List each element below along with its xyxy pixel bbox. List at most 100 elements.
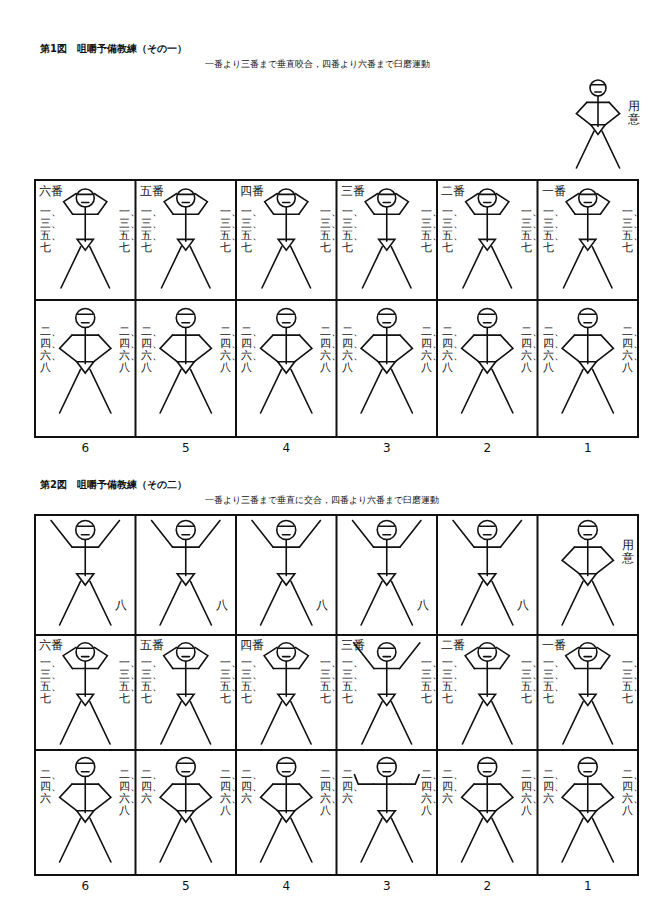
column-cell: 四番一、三、五、七一、三、五、七二、四、六、八二、四、六、八	[236, 180, 337, 437]
count-label: 一、三、五、七	[622, 206, 633, 254]
column-number: 1	[584, 441, 592, 455]
column-cell: 用意一番一、三、五、七一、三、五、七二、四、六、八二、四、六	[538, 515, 639, 875]
count-label: 一、三、五、七	[40, 206, 51, 254]
column-cell: 八四番一、三、五、七一、三、五、七二、四、六、八二、四、六	[236, 515, 337, 875]
count-label: 二、四、六、八	[320, 769, 331, 817]
stick-figure	[463, 189, 512, 288]
count-label: 二、四、六、八	[342, 326, 353, 374]
count-label: 八	[517, 597, 529, 614]
column-heading: 二番	[441, 183, 465, 200]
count-label: 一、三、五、七	[320, 657, 331, 705]
column-number: 6	[81, 879, 89, 893]
count-label: 八	[115, 597, 127, 614]
column-heading: 六番	[39, 183, 63, 200]
count-label: 一、三、五、七	[141, 657, 152, 705]
subtitle-note: 一番より三番まで垂直に交合，四番より六番まで臼磨運動	[205, 494, 439, 507]
count-label: 二、四、六、八	[119, 326, 130, 374]
count-label: 二、四、六、八	[521, 769, 532, 817]
stick-figure	[563, 189, 612, 288]
stick-figure	[562, 309, 613, 414]
vertical-label: 用意	[628, 100, 640, 126]
column-divider	[235, 515, 237, 875]
count-label: 八	[216, 597, 228, 614]
count-label: 一、三、五、七	[119, 206, 130, 254]
column-divider	[436, 515, 438, 875]
stick-figure	[261, 643, 311, 744]
count-label: 一、三、五、七	[442, 657, 453, 705]
count-label: 二、四、六	[442, 769, 453, 805]
stick-figure	[152, 521, 220, 626]
count-label: 一、三、五、七	[342, 206, 353, 254]
stick-figure	[354, 643, 420, 744]
count-label: 八	[316, 597, 328, 614]
count-label: 二、四、六	[342, 769, 353, 805]
stick-figure	[353, 521, 421, 626]
count-label: 二、四、六、八	[622, 769, 633, 817]
stick-figure	[262, 189, 311, 288]
count-label: 一、三、五、七	[342, 657, 353, 705]
stick-figures	[51, 80, 620, 862]
table-grid	[35, 180, 638, 875]
column-heading: 三番	[341, 637, 365, 654]
column-cell: 八二番一、三、五、七一、三、五、七二、四、六、八二、四、六	[437, 515, 538, 875]
stick-figure	[562, 521, 613, 626]
stick-figure	[161, 189, 210, 288]
column-number: 4	[282, 441, 290, 455]
column-heading: 五番	[140, 637, 164, 654]
stick-figure	[354, 758, 419, 863]
column-cell: 八三番一、三、五、七一、三、五、七二、四、六、八二、四、六	[337, 515, 438, 875]
count-label: 一、三、五、七	[241, 206, 252, 254]
count-label: 一、三、五、七	[421, 657, 432, 705]
column-divider	[537, 515, 539, 875]
count-label: 二、四、六、八	[220, 326, 231, 374]
stick-figure	[60, 309, 111, 414]
stick-figure	[60, 758, 111, 863]
column-number: 4	[282, 879, 290, 893]
column-heading: 四番	[240, 183, 264, 200]
column-number: 6	[81, 441, 89, 455]
count-label: 二、四、六	[543, 769, 554, 805]
count-label: 二、四、六、八	[421, 326, 432, 374]
column-number: 3	[383, 879, 391, 893]
table-frame	[35, 515, 638, 875]
count-label: 二、四、六、八	[220, 769, 231, 817]
column-number: 5	[182, 441, 190, 455]
stick-figure	[60, 643, 110, 744]
count-label: 二、四、六、八	[543, 326, 554, 374]
count-label: 二、四、六、八	[241, 326, 252, 374]
figure-title: 第2図 咀嚼予備教練（その二）	[40, 478, 187, 492]
count-label: 二、四、六、八	[141, 326, 152, 374]
stick-figure	[261, 309, 312, 414]
column-divider	[436, 180, 438, 437]
stick-figure	[51, 521, 119, 626]
column-number: 3	[383, 441, 391, 455]
count-label: 二、四、六、八	[442, 326, 453, 374]
stick-figure	[453, 521, 521, 626]
ready-label: 用意	[622, 539, 634, 565]
count-label: 一、三、五、七	[241, 657, 252, 705]
stick-figure	[562, 758, 613, 863]
stick-figure	[563, 643, 613, 744]
count-label: 一、三、五、七	[119, 657, 130, 705]
column-cell: 六番一、三、五、七一、三、五、七二、四、六、八二、四、六、八	[35, 180, 136, 437]
count-label: 一、三、五、七	[141, 206, 152, 254]
column-divider	[336, 515, 338, 875]
column-cell: 三番一、三、五、七一、三、五、七二、四、六、八二、四、六、八	[337, 180, 438, 437]
column-number: 2	[483, 441, 491, 455]
stick-figure	[161, 643, 211, 744]
count-label: 二、四、六、八	[421, 769, 432, 817]
count-label: 二、四、六、八	[320, 326, 331, 374]
stick-figure	[361, 309, 412, 414]
column-cell: 一番一、三、五、七一、三、五、七二、四、六、八二、四、六、八	[538, 180, 639, 437]
column-number: 2	[483, 879, 491, 893]
count-label: 一、三、五、七	[442, 206, 453, 254]
count-label: 八	[417, 597, 429, 614]
stick-figure	[462, 643, 512, 744]
count-label: 二、四、六	[141, 769, 152, 805]
count-label: 一、三、五、七	[521, 206, 532, 254]
column-divider	[537, 180, 539, 437]
count-label: 一、三、五、七	[543, 206, 554, 254]
column-cell: 八五番一、三、五、七一、三、五、七二、四、六、八二、四、六	[136, 515, 237, 875]
column-heading: 一番	[542, 183, 566, 200]
column-heading: 二番	[441, 637, 465, 654]
